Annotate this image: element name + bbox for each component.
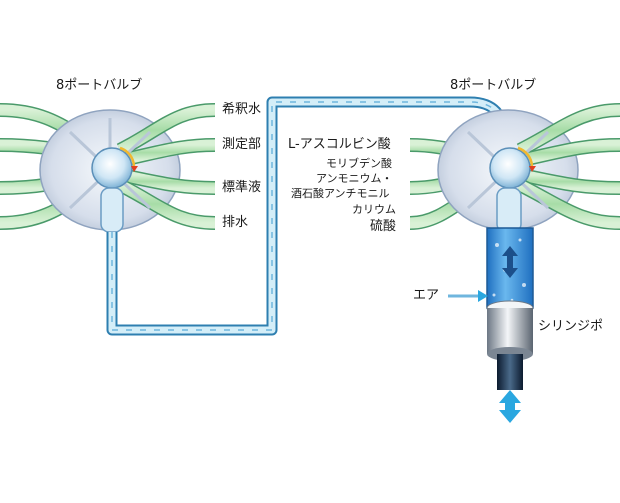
left-valve-title: 8ポートバルブ	[56, 78, 143, 93]
reagent-label-ascorbic: L-アスコルビン酸	[288, 137, 391, 152]
right-valve	[409, 103, 620, 233]
up-down-arrow-icon	[499, 390, 521, 423]
syringe-label: シリンジポ	[538, 319, 604, 334]
reagent-label-molybdate-2: アンモニウム・	[316, 172, 393, 185]
syringe-rod	[497, 354, 523, 390]
right-valve-outlet	[496, 187, 522, 233]
right-valve-hub	[489, 147, 531, 189]
left-valve-outlet	[100, 187, 124, 233]
syringe-plunger	[487, 308, 533, 354]
syringe-flow-arrow	[502, 246, 518, 278]
reagent-label-sulfuric: 硫酸	[370, 219, 397, 234]
reagent-label-antimony-2: カリウム	[352, 203, 396, 216]
left-valve-hub	[91, 147, 133, 189]
left-valve	[0, 103, 216, 233]
reagent-label-molybdate-1: モリブデン酸	[326, 157, 392, 170]
port-label-drain: 排水	[222, 215, 249, 230]
port-label-standard: 標準液	[222, 180, 262, 195]
port-label-diluent: 希釈水	[222, 102, 262, 117]
air-inlet-arrow	[448, 290, 488, 302]
reagent-label-antimony-1: 酒石酸アンチモニル	[291, 187, 390, 200]
left-valve-rotation-arrow	[119, 146, 136, 167]
right-valve-title: 8ポートバルブ	[450, 78, 537, 93]
port-label-measurement: 測定部	[222, 137, 262, 152]
air-label: エア	[413, 288, 440, 303]
right-valve-rotation-arrow	[517, 146, 534, 167]
syringe-pump	[486, 227, 534, 423]
